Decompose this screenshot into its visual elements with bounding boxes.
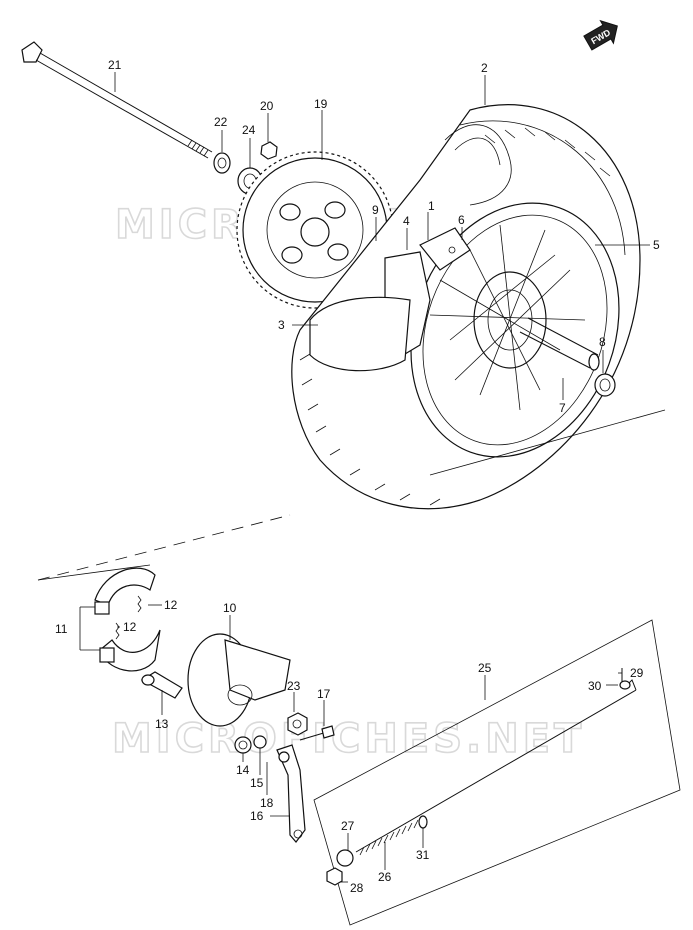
part-label-6: 6 (458, 213, 465, 227)
part-label-12-lower: 12 (123, 620, 137, 634)
brake-cam (140, 671, 183, 699)
brake-panel (187, 633, 291, 727)
nut-28 (326, 867, 343, 886)
part-label-2: 2 (481, 61, 488, 75)
leader-lines (79, 72, 650, 883)
fwd-arrow-icon: FWD (583, 19, 618, 51)
part-label-20: 20 (260, 99, 274, 113)
inner-tube (444, 124, 512, 206)
washer-30 (619, 680, 631, 690)
chain-guard (309, 251, 431, 372)
part-label-17: 17 (317, 687, 331, 701)
washer-15 (253, 735, 267, 749)
part-label-28: 28 (350, 881, 364, 895)
part-label-18: 18 (260, 796, 274, 810)
separator-lines (37, 409, 666, 581)
part-label-23: 23 (287, 679, 301, 693)
part-label-27: 27 (341, 819, 355, 833)
part-label-25: 25 (478, 661, 492, 675)
part-label-22: 22 (214, 115, 228, 129)
part-label-3: 3 (278, 318, 285, 332)
part-label-31: 31 (416, 848, 430, 862)
part-label-30: 30 (588, 679, 602, 693)
part-label-21: 21 (108, 58, 122, 72)
part-label-13: 13 (155, 717, 169, 731)
nut-23 (287, 712, 308, 736)
part-label-15: 15 (250, 776, 264, 790)
bearing-8 (594, 373, 616, 397)
part-label-12-upper: 12 (164, 598, 178, 612)
part-label-9: 9 (372, 203, 379, 217)
watermark-bottom: MICROFICHES.NET (112, 716, 585, 762)
part-label-26: 26 (378, 870, 392, 884)
brake-rod-box (313, 619, 681, 926)
nut-20 (260, 141, 278, 160)
part-label-11: 11 (55, 622, 68, 636)
part-label-24: 24 (242, 123, 256, 137)
part-label-16: 16 (250, 809, 264, 823)
hub-shaft (519, 317, 600, 371)
part-label-19: 19 (314, 97, 328, 111)
part-label-29: 29 (630, 666, 644, 680)
bolt-17 (299, 725, 335, 741)
part-label-10: 10 (223, 601, 237, 615)
rod-joint (336, 849, 354, 867)
spacer (213, 152, 231, 174)
part-label-5: 5 (653, 238, 660, 252)
part-label-4: 4 (403, 214, 410, 228)
brake-shoes (94, 567, 161, 672)
part-label-1: 1 (428, 199, 435, 213)
brake-arm (276, 744, 306, 843)
axle (21, 41, 213, 159)
part-label-14: 14 (236, 763, 250, 777)
hub-spokes (429, 224, 586, 411)
washer-14 (234, 736, 252, 754)
part-label-7: 7 (559, 401, 566, 415)
damper-plate (419, 227, 471, 271)
part-labels: 1 2 3 4 5 6 7 8 9 10 11 12 12 13 14 15 1… (55, 58, 660, 895)
part-label-8: 8 (599, 335, 606, 349)
